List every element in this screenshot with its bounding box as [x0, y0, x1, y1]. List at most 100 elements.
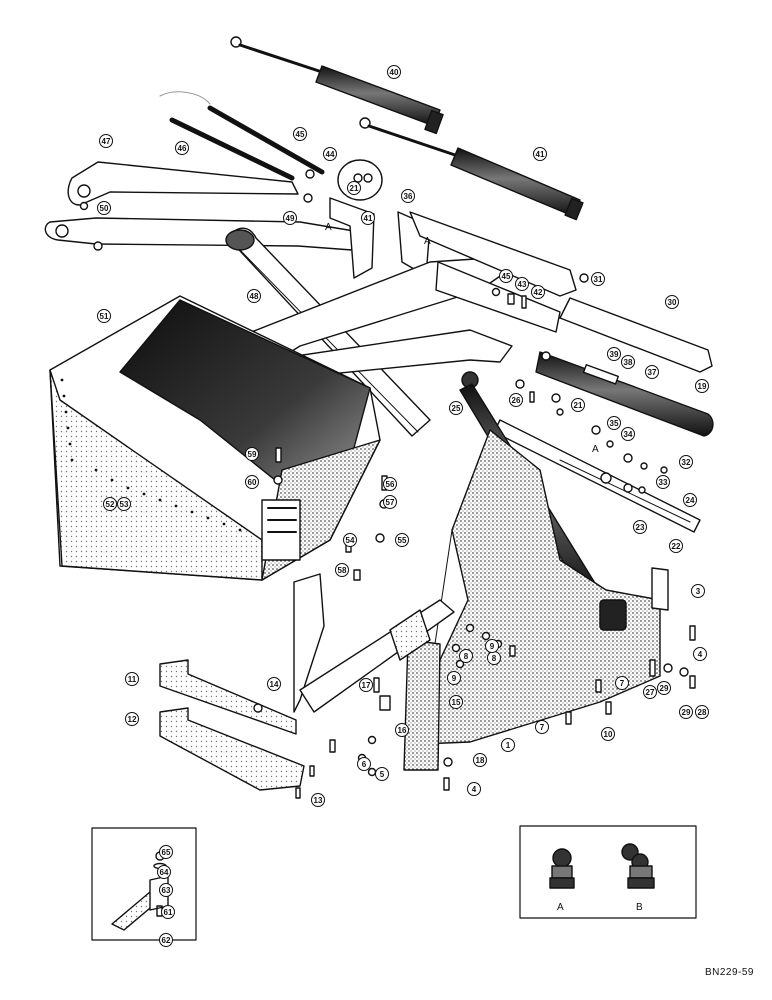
callout-number: 36	[404, 192, 413, 201]
callout-5: 5	[375, 767, 389, 781]
callout-number: 25	[452, 404, 461, 413]
callout-circle	[245, 475, 259, 489]
callout-circle	[449, 695, 463, 709]
callout-number: 3	[696, 587, 701, 596]
callout-13: 13	[311, 793, 325, 807]
callout-circle	[401, 189, 415, 203]
callout-circle	[693, 647, 707, 661]
drawing-code: BN229-59	[704, 967, 754, 978]
callout-circle	[571, 398, 585, 412]
callout-17: 17	[359, 678, 373, 692]
callout-circle	[175, 141, 189, 155]
callout-37: 37	[645, 365, 659, 379]
callout-30: 30	[665, 295, 679, 309]
callout-number: 41	[536, 150, 545, 159]
callout-circle	[679, 705, 693, 719]
callout-circle	[387, 65, 401, 79]
callout-number: 45	[502, 272, 511, 281]
callout-39: 39	[607, 347, 621, 361]
callout-number: 8	[464, 652, 469, 661]
callout-number: 11	[128, 675, 137, 684]
hydraulic-cylinder-lower	[359, 117, 584, 221]
frame-letter-a: A	[592, 444, 599, 455]
callout-circle	[669, 539, 683, 553]
callout-circle	[535, 720, 549, 734]
callout-number: 49	[286, 214, 295, 223]
callout-circle	[501, 738, 515, 752]
callout-circle	[395, 533, 409, 547]
callout-19: 19	[695, 379, 709, 393]
callout-number: 26	[512, 396, 521, 405]
callout-circle	[533, 147, 547, 161]
callout-number: 47	[102, 137, 111, 146]
callout-circle	[633, 520, 647, 534]
callout-60: 60	[245, 475, 259, 489]
callout-number: 32	[682, 458, 691, 467]
callout-number: 43	[518, 280, 527, 289]
callout-16: 16	[395, 723, 409, 737]
callout-54: 54	[343, 533, 357, 547]
callout-number: 30	[668, 298, 677, 307]
callout-29: 29	[657, 681, 671, 695]
callout-circle	[621, 355, 635, 369]
callout-number: 52	[106, 500, 115, 509]
callout-number: 23	[636, 523, 645, 532]
tooth-inset	[91, 827, 197, 941]
callout-61: 61	[161, 905, 175, 919]
callout-circle	[691, 584, 705, 598]
callout-10: 10	[601, 727, 615, 741]
callout-circle	[656, 475, 670, 489]
callout-number: 18	[476, 756, 485, 765]
callout-circle	[293, 127, 307, 141]
callout-circle	[467, 782, 481, 796]
callout-62: 62	[159, 933, 173, 947]
callout-number: 57	[386, 498, 395, 507]
callout-circle	[645, 365, 659, 379]
callout-circle	[683, 493, 697, 507]
callout-number: 16	[398, 726, 407, 735]
fitting-a-icon	[549, 848, 575, 889]
callout-number: 48	[250, 292, 259, 301]
callout-33: 33	[656, 475, 670, 489]
arm-outline	[159, 91, 211, 105]
callout-circle	[485, 639, 499, 653]
callout-3: 3	[691, 584, 705, 598]
callout-number: 35	[610, 419, 619, 428]
callout-31: 31	[591, 272, 605, 286]
callout-circle	[695, 705, 709, 719]
callout-number: 17	[362, 681, 371, 690]
callout-number: 56	[386, 480, 395, 489]
callout-8: 8	[487, 651, 501, 665]
callout-22: 22	[669, 539, 683, 553]
callout-circle	[97, 201, 111, 215]
callout-number: 55	[398, 536, 407, 545]
bucket-holes	[60, 378, 242, 532]
frame-rail-37	[409, 211, 577, 297]
callout-circle	[159, 845, 173, 859]
callout-circle	[383, 495, 397, 509]
cutting-edge-12	[159, 707, 305, 791]
lift-arm-upper	[67, 161, 299, 206]
callout-number: 15	[452, 698, 461, 707]
callout-number: 29	[682, 708, 691, 717]
frame-rail-mid	[435, 261, 561, 333]
callout-number: 54	[346, 536, 355, 545]
callout-circle	[679, 455, 693, 469]
callout-42: 42	[531, 285, 545, 299]
callout-number: 21	[350, 184, 359, 193]
callout-number: 13	[314, 796, 323, 805]
callout-9: 9	[485, 639, 499, 653]
callout-26: 26	[509, 393, 523, 407]
callout-53: 53	[117, 497, 131, 511]
callout-7: 7	[535, 720, 549, 734]
callout-circle	[621, 427, 635, 441]
fitting-b-icon	[621, 843, 655, 889]
callout-40: 40	[387, 65, 401, 79]
callout-circle	[499, 269, 513, 283]
callout-number: 33	[659, 478, 668, 487]
callout-4: 4	[467, 782, 481, 796]
callout-circle	[157, 865, 171, 879]
callout-circle	[447, 671, 461, 685]
callout-number: 28	[698, 708, 707, 717]
callout-circle	[323, 147, 337, 161]
